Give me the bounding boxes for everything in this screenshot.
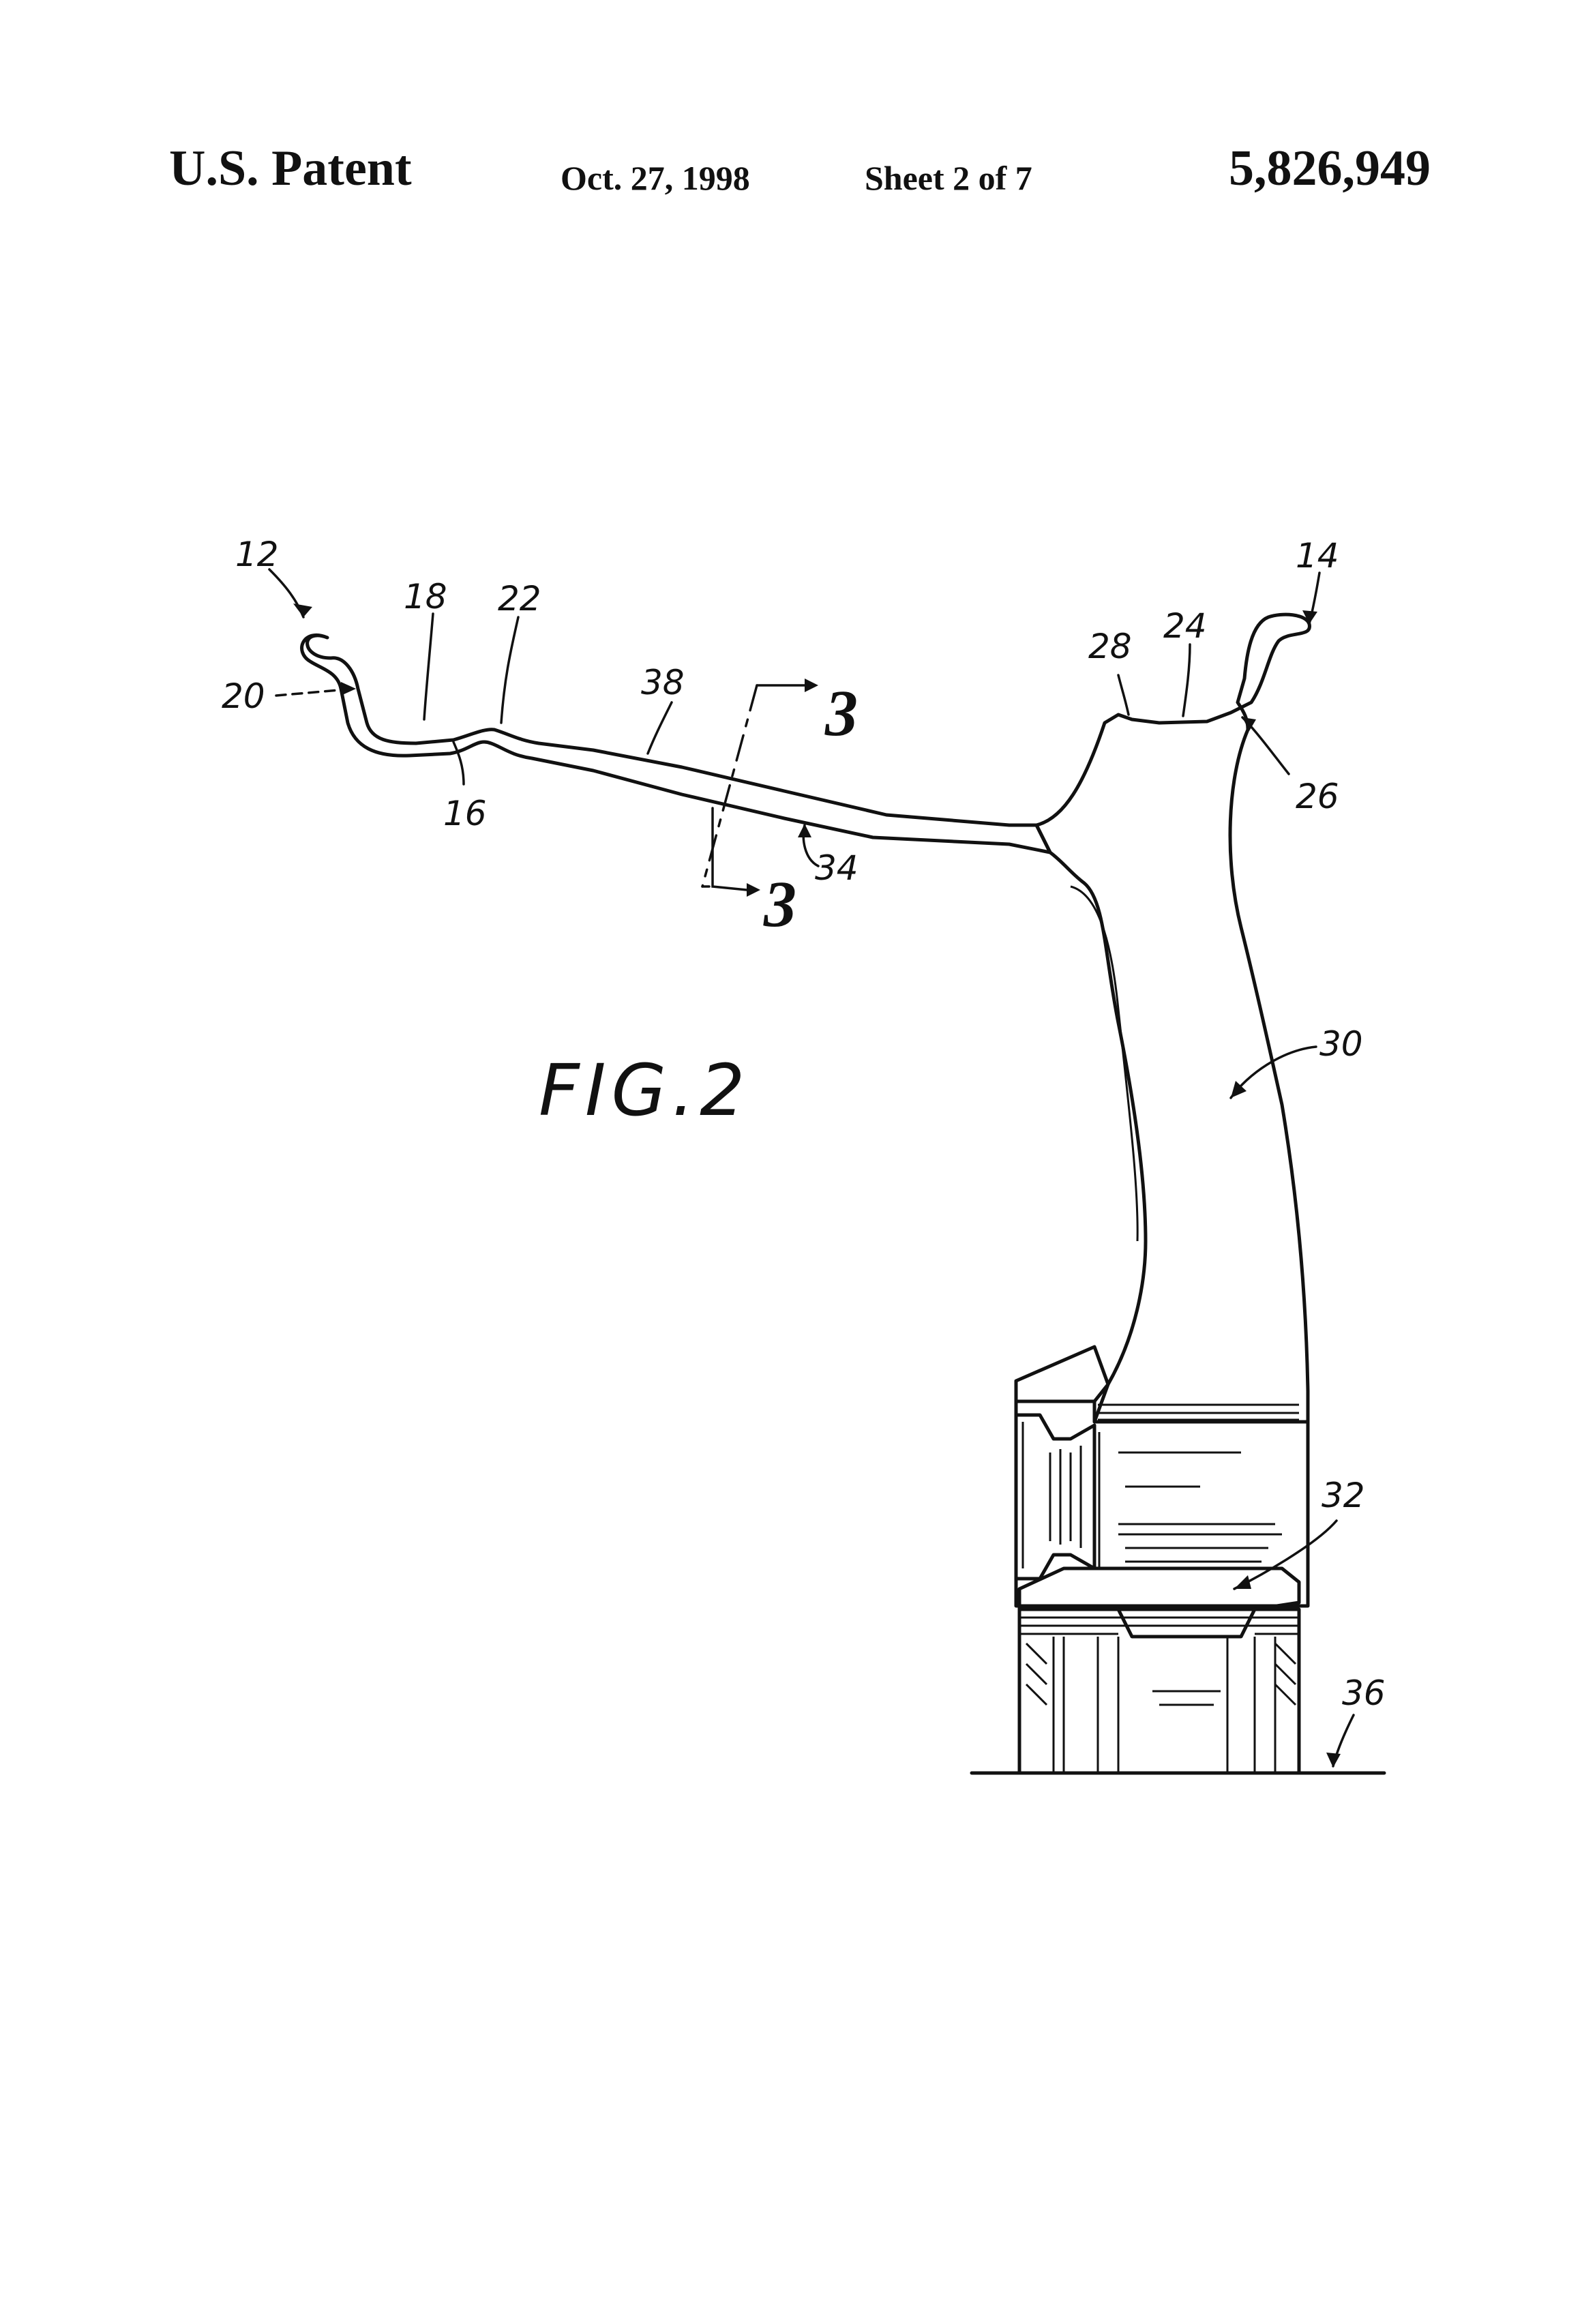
ref-20: 20 [222, 676, 265, 716]
ref-38: 38 [641, 663, 685, 702]
hub-pilot-bore [1019, 1609, 1299, 1773]
figure-caption: FIG.2 [539, 1049, 750, 1132]
ref-14: 14 [1296, 536, 1339, 576]
leader-arrowheads [293, 604, 1341, 1768]
reference-leader-lines [269, 569, 1354, 1766]
lug-seat-counterbore [1016, 1415, 1094, 1579]
ref-28: 28 [1088, 627, 1132, 666]
ref-34: 34 [815, 848, 859, 888]
ref-26: 26 [1296, 777, 1339, 816]
ref-32: 32 [1322, 1476, 1365, 1515]
ref-16: 16 [443, 794, 487, 833]
leader-38 [648, 702, 672, 754]
wheel-disc-section [1036, 614, 1309, 1422]
hub-bore-shading [1098, 1405, 1299, 1568]
leader-22 [501, 617, 518, 723]
leader-28 [1118, 675, 1129, 715]
leader-32 [1234, 1521, 1337, 1589]
reference-numerals: 12 14 16 18 20 22 24 26 28 30 32 34 36 3… [222, 535, 1386, 1713]
ref-18: 18 [404, 577, 447, 616]
section-line-3-3 [702, 679, 818, 897]
leader-24 [1183, 644, 1190, 716]
ref-30: 30 [1319, 1024, 1363, 1064]
section-mark-3-bottom: 3 [763, 867, 796, 940]
ref-24: 24 [1163, 606, 1207, 646]
counterbore-shading [1023, 1422, 1081, 1568]
hub-upper-shoulder [1016, 1347, 1108, 1401]
leader-18 [424, 614, 433, 719]
ref-12: 12 [235, 535, 279, 574]
ref-36: 36 [1342, 1673, 1386, 1713]
section-mark-3-top: 3 [824, 676, 858, 749]
ref-22: 22 [498, 579, 541, 619]
hub-lower-web [1019, 1568, 1299, 1609]
